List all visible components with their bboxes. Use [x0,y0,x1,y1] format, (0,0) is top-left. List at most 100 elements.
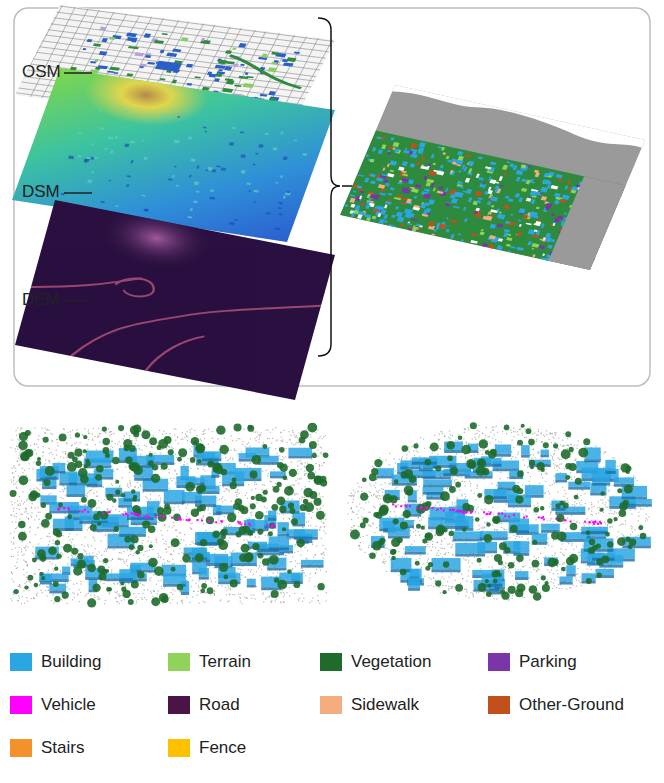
map-feature [141,597,142,598]
map-feature [312,512,313,513]
map-feature [84,456,85,457]
map-feature [290,521,291,522]
map-feature [294,552,295,553]
map-feature [161,586,162,587]
map-feature [42,428,43,429]
map-feature [320,436,321,437]
map-feature [300,444,301,445]
map-feature [201,440,202,441]
map-feature [118,559,119,560]
map-feature [290,539,291,540]
map-feature [71,542,72,543]
map-feature [134,553,135,554]
map-feature [242,444,243,445]
map-feature [23,569,24,570]
map-feature [73,584,74,585]
map-feature [224,437,225,438]
map-feature [158,495,159,496]
map-feature [129,435,130,436]
map-feature [69,588,70,589]
map-feature [311,517,312,518]
map-feature [52,594,53,595]
map-feature [305,575,306,576]
map-feature [238,512,239,513]
map-feature [295,480,296,481]
map-feature [281,440,282,441]
map-feature [171,447,172,448]
map-feature [166,448,167,449]
map-feature [76,442,77,443]
map-feature [13,581,14,582]
map-feature [12,522,13,523]
map-feature [305,486,306,487]
map-feature [17,481,18,482]
map-feature [220,476,221,477]
map-feature [272,530,273,531]
map-feature [22,472,23,473]
map-feature [13,594,14,595]
map-feature [69,533,70,534]
map-feature [16,488,17,489]
map-feature [291,517,292,518]
map-feature [138,593,139,594]
map-feature [218,517,219,518]
map-feature [60,570,61,571]
map-feature [31,508,32,509]
map-feature [222,496,223,497]
map-feature [295,544,296,545]
map-feature [13,511,14,512]
map-feature [110,446,111,447]
map-feature [189,448,190,449]
map-feature [253,431,254,432]
map-feature [152,596,153,597]
map-feature [60,456,61,457]
map-feature [149,549,150,550]
map-feature [27,601,28,602]
map-feature [13,542,14,543]
map-feature [283,596,284,597]
map-feature [266,470,267,471]
map-feature [175,482,176,483]
map-feature [198,580,199,581]
map-feature [209,566,210,567]
map-feature [88,528,89,529]
map-feature [186,597,187,598]
map-feature [154,590,155,591]
map-feature [21,603,22,604]
map-feature [270,432,271,433]
map-feature [97,496,98,497]
map-feature [169,469,170,470]
map-feature [49,561,50,562]
map-feature [32,552,33,553]
map-feature [94,538,95,539]
map-feature [190,468,191,469]
map-feature [62,451,63,452]
map-feature [249,517,250,518]
map-feature [283,518,284,519]
map-feature [231,450,232,451]
map-feature [175,471,176,472]
map-feature [318,450,319,451]
map-feature [169,597,170,598]
map-feature [119,511,120,512]
map-feature [80,442,81,443]
map-feature [140,454,141,455]
map-feature [67,457,68,458]
map-feature [187,440,188,441]
map-feature [11,439,12,440]
map-feature [260,575,261,576]
map-feature [37,507,38,508]
map-feature [248,484,249,485]
map-feature [137,599,138,600]
map-feature [52,568,53,569]
map-feature [173,550,174,551]
map-feature [144,445,145,446]
map-feature [320,570,321,571]
map-feature [167,560,168,561]
map-feature [287,479,288,480]
map-feature [11,549,12,550]
map-feature [277,572,278,573]
map-feature [310,436,311,437]
map-feature [67,562,68,563]
map-feature [265,599,266,600]
